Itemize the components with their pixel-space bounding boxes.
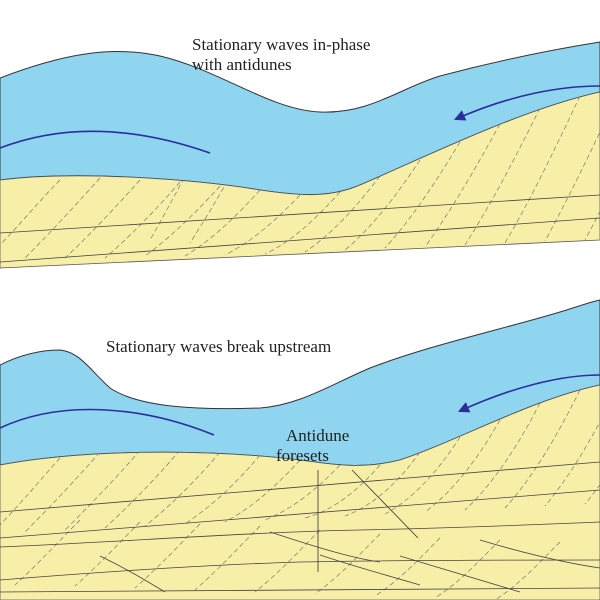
bottom-bedding-surfaces xyxy=(0,461,600,593)
top-caption-line2: with antidunes xyxy=(192,55,292,74)
top-flow-direction-arrow xyxy=(453,85,600,121)
antidune-foresets-label-line2: foresets xyxy=(276,446,329,465)
bottom-flow-direction-arrow xyxy=(457,374,600,413)
bottom-panel: Stationary waves break upstream Antidune… xyxy=(0,299,600,600)
top-caption-line1: Stationary waves in-phase xyxy=(192,35,370,54)
top-panel: Stationary waves in-phase with antidunes xyxy=(0,35,600,269)
bottom-sand-body xyxy=(0,384,600,600)
antidune-foresets-label-line1: Antidune xyxy=(286,426,349,445)
top-sand-body xyxy=(0,91,600,269)
top-surface-flow-line xyxy=(0,130,211,154)
bottom-caption: Stationary waves break upstream xyxy=(106,337,331,356)
top-bedding-surfaces xyxy=(0,194,600,263)
foresets-leader-line-diagonal xyxy=(351,469,419,539)
bottom-foresets xyxy=(0,385,600,600)
bottom-surface-flow-line xyxy=(0,408,215,436)
